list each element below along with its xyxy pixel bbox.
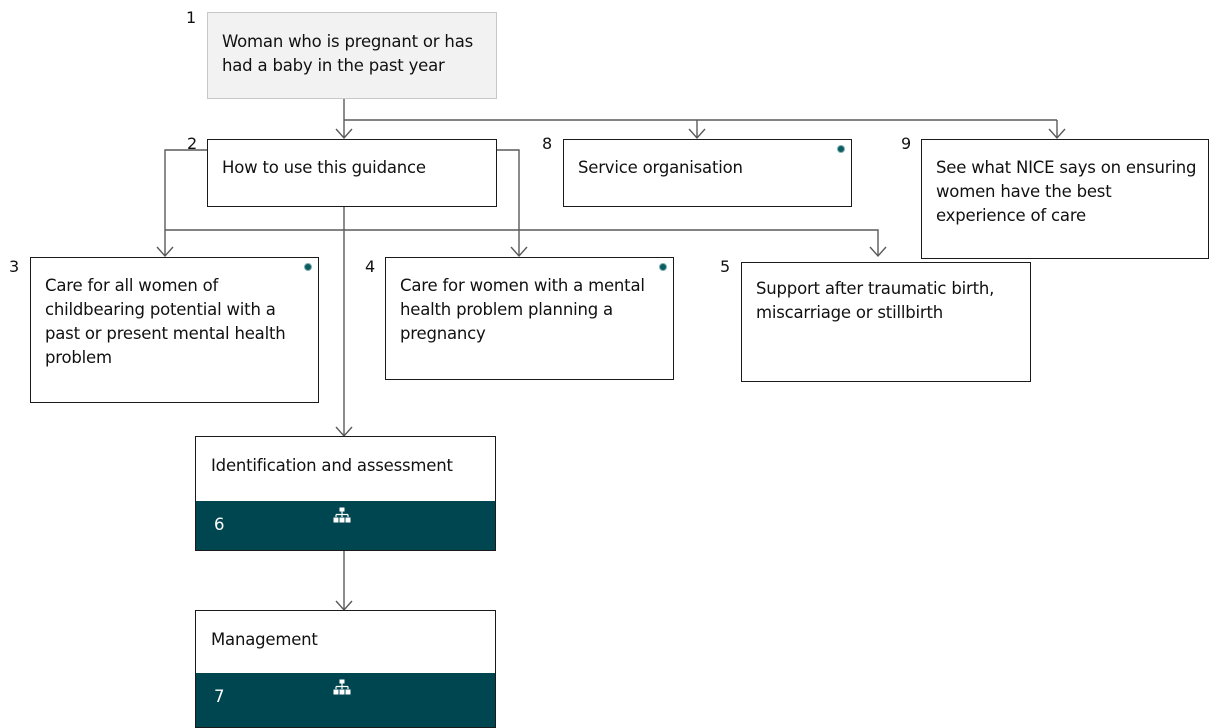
arrowhead-4: [510, 246, 528, 258]
node-9-number: 9: [901, 134, 912, 153]
node-6-label: Identification and assessment: [211, 456, 453, 475]
arrowhead-5: [869, 246, 887, 258]
node-6-number: 6: [214, 515, 225, 534]
node-2-number: 2: [187, 134, 198, 153]
pathway-hierarchy-icon: [333, 679, 351, 695]
arrowhead-6: [335, 426, 353, 438]
info-dot-icon: [304, 263, 312, 271]
node-9-experience-of-care[interactable]: See what NICE says on ensuring women hav…: [921, 139, 1209, 259]
node-1-label: Woman who is pregnant or has had a baby …: [222, 32, 473, 75]
arrowhead-2: [335, 128, 353, 140]
node-2-how-to-use[interactable]: How to use this guidance: [207, 139, 497, 207]
connector-bus-2: [165, 229, 879, 256]
node-6-band: 6: [196, 501, 495, 550]
arrowhead-7: [335, 600, 353, 612]
node-7-label: Management: [211, 630, 318, 649]
arrowhead-8: [688, 128, 706, 140]
info-dot-icon: [837, 145, 845, 153]
node-5-number: 5: [720, 257, 731, 276]
pathway-hierarchy-icon: [333, 507, 351, 523]
connector-2-left: [164, 149, 208, 256]
node-8-label: Service organisation: [578, 158, 743, 177]
arrowhead-9: [1048, 128, 1066, 140]
node-4-planning-pregnancy[interactable]: Care for women with a mental health prob…: [385, 257, 674, 380]
node-3-care-childbearing-potential[interactable]: Care for all women of childbearing poten…: [30, 257, 319, 403]
node-7-band: 7: [196, 673, 495, 727]
connector-2-right: [497, 149, 520, 256]
node-4-number: 4: [365, 257, 376, 276]
node-4-label: Care for women with a mental health prob…: [400, 276, 645, 343]
node-3-number: 3: [9, 257, 20, 276]
node-9-label: See what NICE says on ensuring women hav…: [936, 158, 1197, 225]
node-2-label: How to use this guidance: [222, 158, 426, 177]
node-7-management[interactable]: Management 7: [195, 610, 496, 728]
arrowhead-3: [156, 246, 174, 258]
node-5-label: Support after traumatic birth, miscarria…: [756, 279, 995, 322]
node-8-number: 8: [542, 134, 553, 153]
node-1-start[interactable]: Woman who is pregnant or has had a baby …: [207, 12, 497, 99]
node-1-number: 1: [186, 8, 197, 27]
node-6-identification-assessment[interactable]: Identification and assessment 6: [195, 436, 496, 551]
node-3-label: Care for all women of childbearing poten…: [45, 276, 286, 367]
info-dot-icon: [659, 263, 667, 271]
node-5-support-traumatic-birth[interactable]: Support after traumatic birth, miscarria…: [741, 262, 1031, 382]
node-8-service-organisation[interactable]: Service organisation: [563, 139, 852, 207]
node-7-number: 7: [214, 687, 225, 706]
